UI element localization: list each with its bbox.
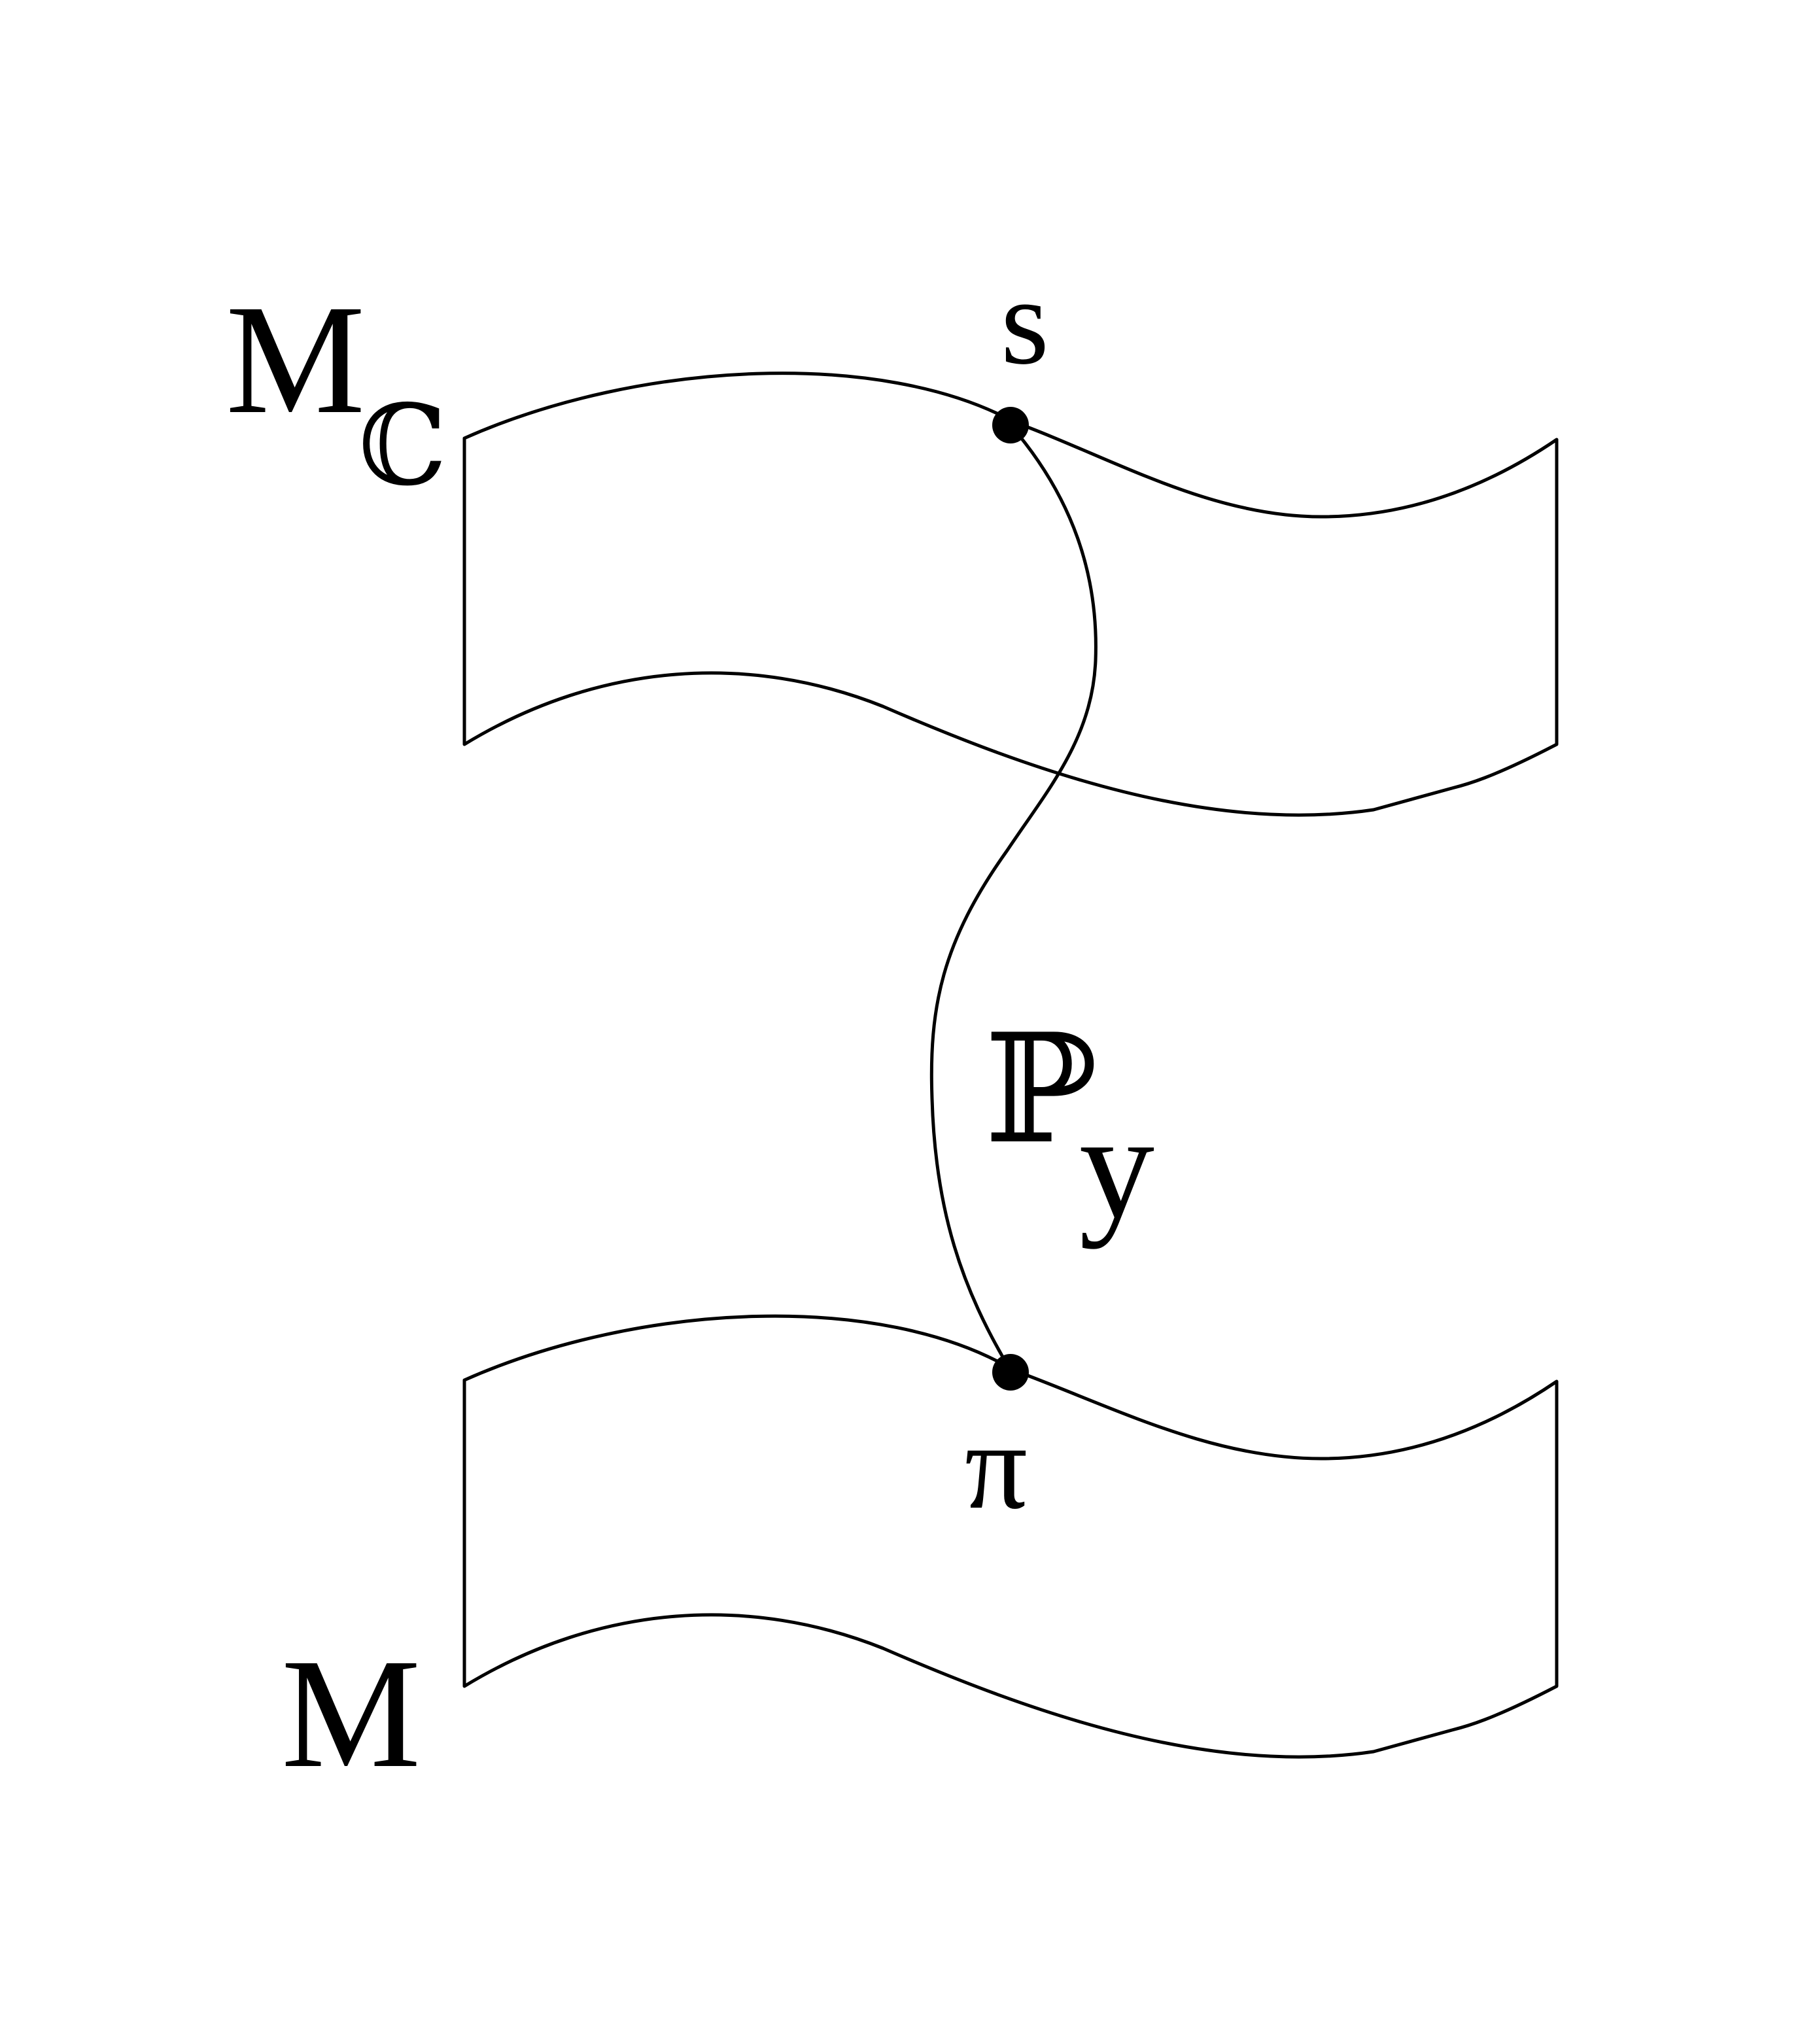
bottom-sheet [462,1314,1559,1759]
label-top-space-subscript: ℂ [358,381,447,511]
label-fiber: ℙ [984,1003,1098,1177]
label-bottom-space: M [281,1626,421,1800]
label-top-space: M [226,272,365,446]
label-fiber-subscript: y [1079,1083,1154,1249]
label-bottom-point: π [965,1398,1028,1535]
label-top-point: s [1001,253,1049,390]
top-sheet [462,372,1559,817]
point-s-dot [992,407,1029,443]
bottom-sheet-outline [462,1314,1559,1759]
fiber-curve [929,423,1098,1372]
top-sheet-outline [462,372,1559,817]
point-pi-dot [992,1354,1029,1391]
